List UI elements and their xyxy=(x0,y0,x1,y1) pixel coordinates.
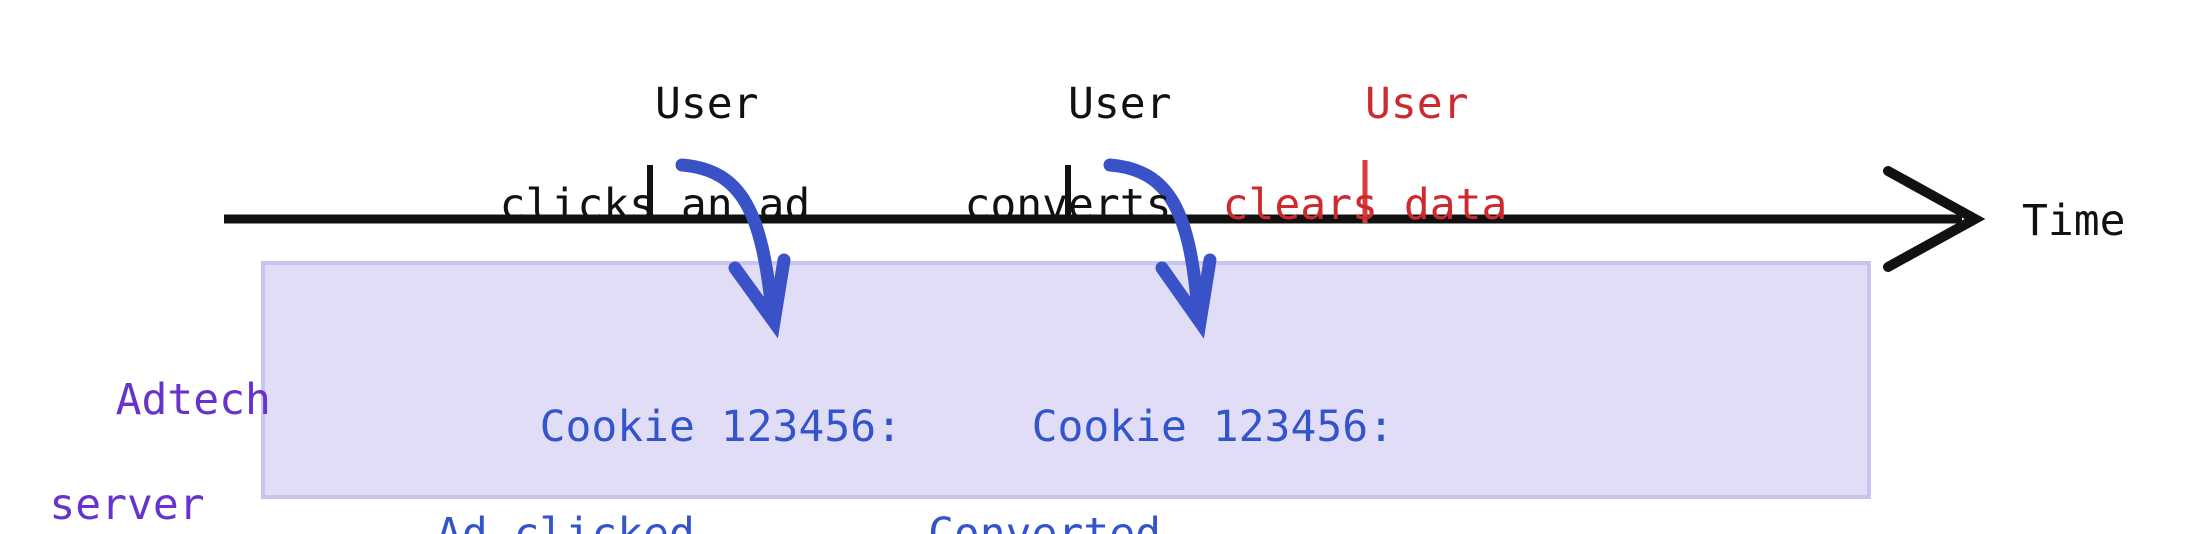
server-record-ad-clicked: Cookie 123456: Ad clicked xyxy=(436,348,936,534)
server-record-converted-line2: Converted xyxy=(928,508,1161,534)
adtech-server-label-line1: Adtech xyxy=(115,375,271,426)
event-label-ad-click: User clicks an ad xyxy=(355,28,955,332)
timeline-arrowhead-icon xyxy=(1883,166,1986,272)
event-label-clear-data-line2: clears data xyxy=(1222,180,1508,231)
connector-arrow-conversion xyxy=(1103,158,1205,319)
adtech-server-label-line2: server xyxy=(49,480,205,531)
event-label-conversion-line1: User xyxy=(1068,78,1172,129)
axis-label-time: Time xyxy=(2022,196,2126,246)
server-record-ad-clicked-line2: Ad clicked xyxy=(436,508,695,534)
server-record-converted: Cookie 123456: Converted xyxy=(928,348,1428,534)
adtech-server-panel xyxy=(261,261,1871,499)
connector-arrowhead-conversion-icon xyxy=(1155,253,1217,339)
server-record-converted-line1: Cookie 123456: xyxy=(1031,402,1394,453)
event-label-conversion-line2: converts xyxy=(964,180,1172,231)
event-label-clear-data: User clears data xyxy=(1065,28,1665,332)
event-label-clear-data-line1: User xyxy=(1365,78,1469,129)
server-record-ad-clicked-line1: Cookie 123456: xyxy=(539,402,902,453)
adtech-server-label: Adtech server xyxy=(12,322,271,534)
connector-arrow-ad-click xyxy=(675,158,779,319)
event-label-ad-click-line2: clicks an ad xyxy=(499,180,811,231)
event-label-ad-click-line1: User xyxy=(655,78,759,129)
event-label-conversion: User converts xyxy=(768,28,1368,332)
connector-arrowhead-ad-click-icon xyxy=(728,253,791,339)
